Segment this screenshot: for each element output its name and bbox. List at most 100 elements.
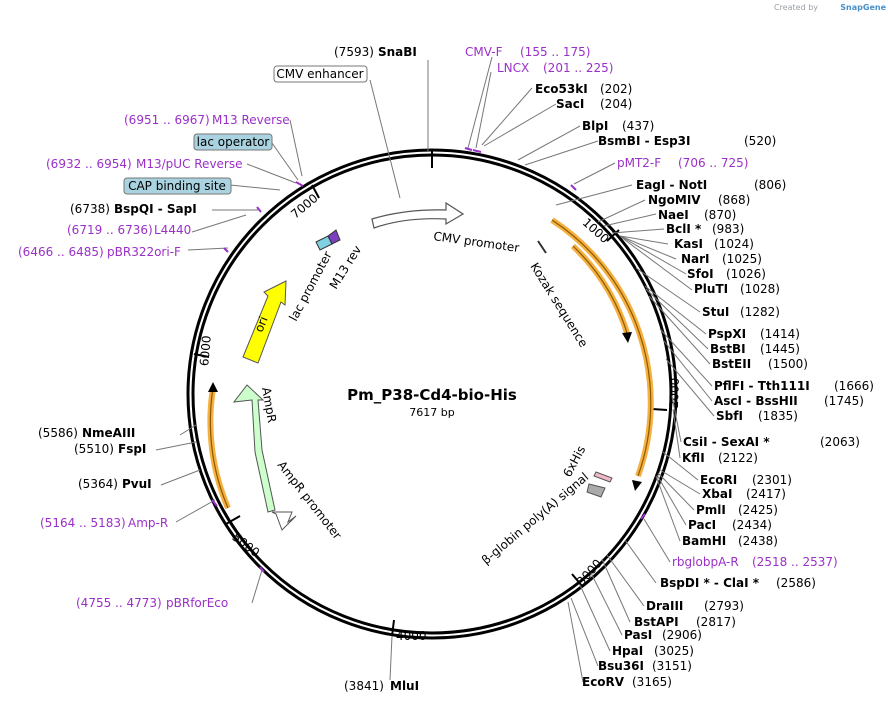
label-csii-pos: (2063) <box>820 435 860 449</box>
cmv-promoter-label: CMV promoter <box>433 229 521 255</box>
leader-lines <box>155 56 715 683</box>
label-pmli: PmlI <box>696 503 726 517</box>
label-nmeaiii-pos: (5586) <box>38 426 78 440</box>
label-pbr322ori-pos: (6466 .. 6485) <box>18 245 104 259</box>
label-draiii-pos: (2793) <box>704 599 744 613</box>
label-m13rev-primer: M13 Reverse <box>212 113 290 127</box>
label-hpai-pos: (3025) <box>654 644 694 658</box>
label-pasi-pos: (2906) <box>662 628 702 642</box>
label-m13rev-pos: (6951 .. 6967) <box>124 113 210 127</box>
tick-7000: 7000 <box>288 191 320 221</box>
cap-label: CAP binding site <box>128 179 226 193</box>
label-ngomiv-pos: (868) <box>718 193 750 207</box>
plasmid-name: Pm_P38-Cd4-bio-His <box>347 386 517 404</box>
ampr-promoter-arrow <box>271 511 297 531</box>
lac-promoter-label: lac promoter <box>286 249 334 323</box>
label-ampr-primer-pos: (5164 .. 5183) <box>40 516 126 530</box>
label-bsu36i-pos: (3151) <box>652 659 692 673</box>
label-pasi: PasI <box>624 628 652 642</box>
label-sfoi-pos: (1026) <box>726 267 766 281</box>
label-kasi-pos: (1024) <box>714 237 754 251</box>
label-kfli-pos: (2122) <box>718 451 758 465</box>
label-fspi: FspI <box>118 442 146 456</box>
cmv-enhancer-label: CMV enhancer <box>276 67 363 81</box>
label-sbfi: SbfI <box>716 409 743 423</box>
cds-arc-outer-line <box>551 219 652 477</box>
label-saci: SacI <box>556 97 584 111</box>
label-bsteii-pos: (1500) <box>768 357 808 371</box>
label-bcli-pos: (983) <box>712 222 744 236</box>
label-bstapi-pos: (2817) <box>696 615 736 629</box>
label-bsmbi-pos: (520) <box>744 134 776 148</box>
tick-2000: 2000 <box>667 377 682 408</box>
label-pbr322ori: pBR322ori-F <box>107 245 181 259</box>
label-sfoi: SfoI <box>687 267 714 281</box>
cds-arc-inner-line <box>572 245 629 337</box>
label-bstbi-pos: (1445) <box>760 342 800 356</box>
label-bstbi: BstBI <box>710 342 746 356</box>
label-bspqi-pos: (6738) <box>70 202 110 216</box>
label-asci-pos: (1745) <box>824 394 864 408</box>
label-nmeaiii: NmeAIII <box>82 426 135 440</box>
label-paci-pos: (2434) <box>732 518 772 532</box>
label-l4440: L4440 <box>154 223 191 237</box>
label-pspxi: PspXI <box>708 327 746 341</box>
kozak-mark <box>537 240 547 254</box>
label-csii: CsiI - SexAI * <box>683 435 770 449</box>
lac-operator-label: lac operator <box>197 135 270 149</box>
label-ecori: EcoRI <box>700 473 737 487</box>
label-draiii: DraIII <box>646 599 683 613</box>
cds-arrow-inner <box>622 332 632 343</box>
label-bcli: BclI * <box>666 222 702 236</box>
label-pvui: PvuI <box>122 477 152 491</box>
label-naei-pos: (870) <box>704 208 736 222</box>
label-pflfi-pos: (1666) <box>834 379 874 393</box>
label-saci-pos: (204) <box>600 97 632 111</box>
label-ecorv: EcoRV <box>582 675 625 689</box>
label-cmvf-pos: (155 .. 175) <box>520 45 590 59</box>
label-snabi: SnaBI <box>378 45 417 59</box>
ampr-label: AmpR <box>259 386 279 424</box>
label-m13puc: M13/pUC Reverse <box>136 157 243 171</box>
label-pluti-pos: (1028) <box>740 282 780 296</box>
label-pvui-pos: (5364) <box>78 477 118 491</box>
label-bspqi: BspQI - SapI <box>114 202 197 216</box>
label-pbrforeco: pBRforEco <box>166 596 228 610</box>
label-rbglobpa-pos: (2518 .. 2537) <box>752 555 838 569</box>
label-pluti: PluTI <box>694 282 728 296</box>
label-m13puc-pos: (6932 .. 6954) <box>46 157 132 171</box>
ori-arrow <box>242 280 287 364</box>
label-pspxi-pos: (1414) <box>760 327 800 341</box>
label-rbglobpa: rbglobpA-R <box>672 555 739 569</box>
label-naei: NaeI <box>658 208 689 222</box>
ampr-promoter-label: AmpR promoter <box>275 458 345 542</box>
label-ecori-pos: (2301) <box>752 473 792 487</box>
ori-label: ori <box>252 314 271 334</box>
label-asci: AscI - BssHII <box>714 394 798 408</box>
label-kasi: KasI <box>674 237 703 251</box>
label-bsteii: BstEII <box>712 357 751 371</box>
label-paci: PacI <box>688 518 716 532</box>
label-eco53ki-pos: (202) <box>600 82 632 96</box>
label-snabi-pos: (7593) <box>334 45 374 59</box>
cap-box <box>123 177 232 195</box>
lac-operator-box <box>193 133 273 151</box>
label-mlui-pos: (3841) <box>344 679 384 693</box>
label-lncx-pos: (201 .. 225) <box>543 61 613 75</box>
label-cmvf: CMV-F <box>465 45 503 59</box>
label-mlui: MluI <box>390 679 419 693</box>
label-blpi: BlpI <box>582 119 608 133</box>
credit-brand: SnapGene <box>840 3 886 12</box>
cds-arrow-outer <box>632 480 642 491</box>
label-l4440-pos: (6719 .. 6736) <box>67 223 153 237</box>
tick-4000: 4000 <box>396 629 427 643</box>
label-bspdi: BspDI * - ClaI * <box>660 576 760 590</box>
credit-prefix: Created by <box>774 3 818 12</box>
m13rev-label: M13 rev <box>327 243 365 292</box>
label-kfli: KflI <box>682 451 705 465</box>
label-nari-pos: (1025) <box>722 252 762 266</box>
cmv-enhancer-box <box>273 65 368 83</box>
plasmid-length: 7617 bp <box>409 406 454 419</box>
tick-marks <box>193 150 668 637</box>
label-stui-pos: (1282) <box>740 305 780 319</box>
